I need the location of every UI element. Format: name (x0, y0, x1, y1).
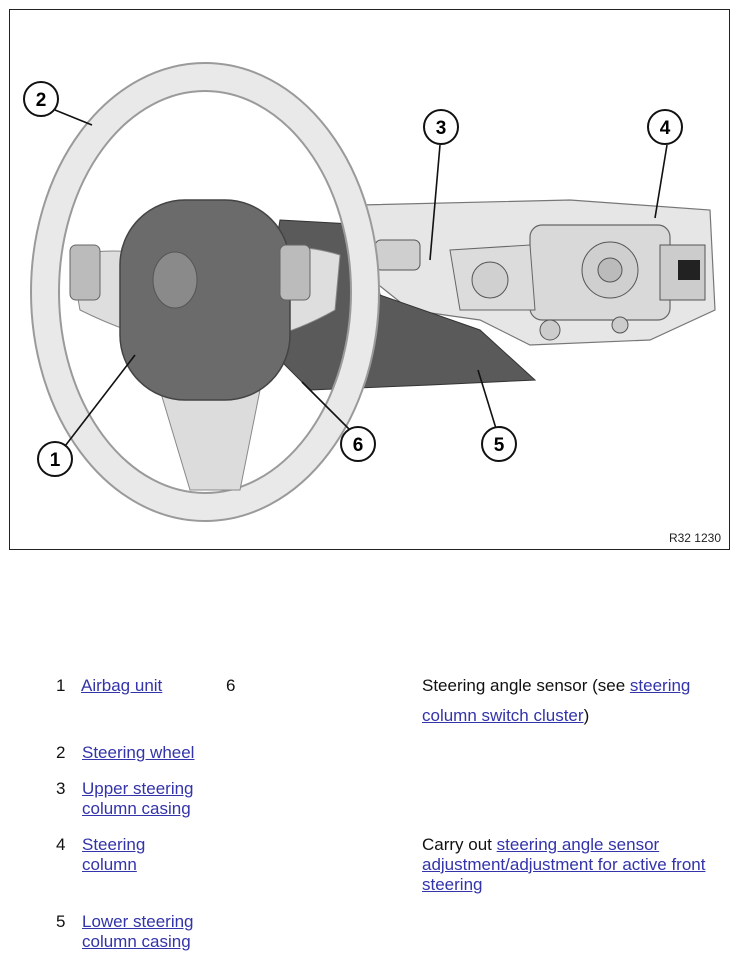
legend-num-4: 4 (56, 835, 66, 854)
callout-3: 3 (423, 109, 459, 145)
legend-label-5: Lower steering (82, 912, 194, 932)
svg-text:4: 4 (660, 118, 671, 139)
leader-lines (54, 109, 668, 451)
steering-wheel-link[interactable]: Steering wheel (82, 743, 195, 762)
legend-num-2: 2 (56, 743, 66, 762)
legend-label-3-line2: column casing (82, 799, 191, 819)
svg-text:3: 3 (436, 118, 447, 139)
note-6-suffix: ) (583, 706, 590, 725)
airbag-unit-link[interactable]: Airbag unit (81, 676, 163, 695)
angle-sensor-adjustment-link-a[interactable]: steering angle sensor (496, 835, 660, 854)
note-4-line3: steering (422, 875, 482, 895)
legend-num-3: 3 (56, 779, 66, 798)
angle-sensor-adjustment-link-c[interactable]: steering (422, 875, 483, 894)
legend-label-4-line2: column (82, 855, 137, 875)
legend-label-3: Upper steering (82, 779, 194, 799)
upper-steering-column-casing-link-a[interactable]: Upper steering (82, 779, 194, 798)
steering-column-assembly (359, 199, 716, 346)
steering-diagram-drawing: 1 2 3 4 5 6 (23, 62, 716, 522)
legend-label-2: Steering wheel (82, 743, 194, 763)
steering-column-switch-cluster-link-a[interactable]: steering (629, 676, 691, 695)
lower-steering-column-casing-link-a[interactable]: Lower steering (82, 912, 194, 931)
callout-1: 1 (37, 441, 73, 477)
callout-5: 5 (481, 426, 517, 462)
note-4-line1: Carry out steering angle sensor (422, 835, 659, 855)
svg-text:2: 2 (36, 90, 47, 111)
note-6-line2: column switch cluster) (422, 706, 589, 726)
legend-label-1: Airbag unit (81, 676, 162, 696)
legend-num-5: 5 (56, 912, 66, 931)
angle-sensor-adjustment-link-b[interactable]: adjustment/adjustment for active front (422, 855, 706, 874)
steering-wheel-shape (30, 62, 380, 522)
svg-text:5: 5 (494, 435, 505, 456)
legend-label-5-line2: column casing (82, 932, 191, 952)
svg-text:1: 1 (50, 450, 61, 471)
callout-6: 6 (340, 426, 376, 462)
legend-label-4: Steering (82, 835, 145, 855)
lower-steering-column-casing-link-b[interactable]: column casing (82, 932, 191, 951)
note-6: Steering angle sensor (see steering (422, 676, 732, 696)
steering-column-link-a[interactable]: Steering (82, 835, 146, 854)
legend-num-1: 1 (56, 676, 66, 695)
note-6-prefix: Steering angle sensor (see (422, 676, 630, 695)
steering-diagram-figure: 1 2 3 4 5 6 R32 1230 (9, 9, 730, 550)
callout-4: 4 (647, 109, 683, 145)
note-4-prefix: Carry out (422, 835, 497, 854)
steering-column-switch-cluster-link-b[interactable]: column switch cluster (422, 706, 584, 725)
callout-2: 2 (23, 81, 59, 117)
upper-steering-column-casing-link-b[interactable]: column casing (82, 799, 191, 818)
svg-text:6: 6 (353, 435, 364, 456)
legend-num-6: 6 (226, 676, 236, 695)
steering-column-link-b[interactable]: column (82, 855, 137, 874)
figure-code: R32 1230 (668, 531, 721, 545)
note-4-line2: adjustment/adjustment for active front (422, 855, 705, 875)
